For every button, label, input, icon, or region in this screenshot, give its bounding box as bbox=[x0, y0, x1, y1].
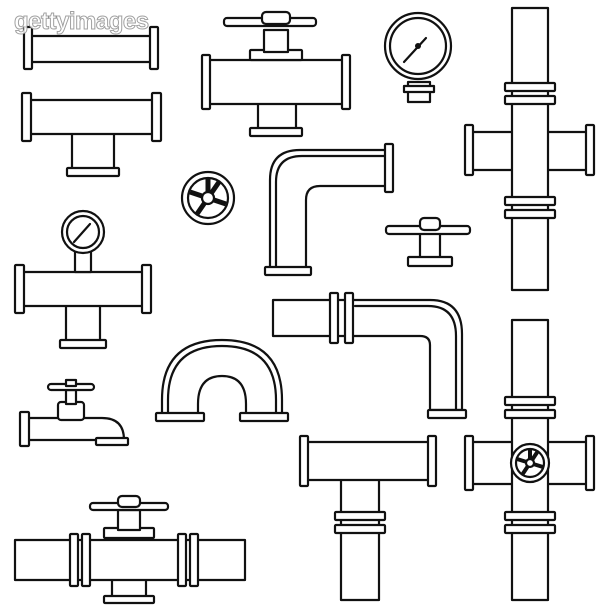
pressure-gauge-icon bbox=[383, 11, 453, 104]
faucet-icon bbox=[18, 378, 130, 448]
valve-wheel-icon bbox=[180, 170, 236, 226]
u-bend-icon bbox=[154, 338, 290, 423]
tee-pipe-down-icon bbox=[298, 434, 438, 602]
straight-pipe-icon bbox=[22, 25, 160, 71]
elbow-pipe-icon bbox=[263, 142, 395, 277]
valve-handle-icon bbox=[384, 216, 472, 268]
watermark-logo: gettyimages bbox=[14, 8, 150, 36]
inline-valve-pipe-icon bbox=[13, 494, 247, 605]
valve-tee-icon bbox=[200, 10, 352, 138]
cross-pipe-with-wheel-icon bbox=[463, 318, 596, 602]
cross-pipe-icon bbox=[463, 6, 596, 292]
gauge-tee-icon bbox=[13, 209, 153, 350]
long-elbow-pipe-icon bbox=[271, 291, 468, 420]
tee-pipe-icon bbox=[20, 91, 163, 178]
